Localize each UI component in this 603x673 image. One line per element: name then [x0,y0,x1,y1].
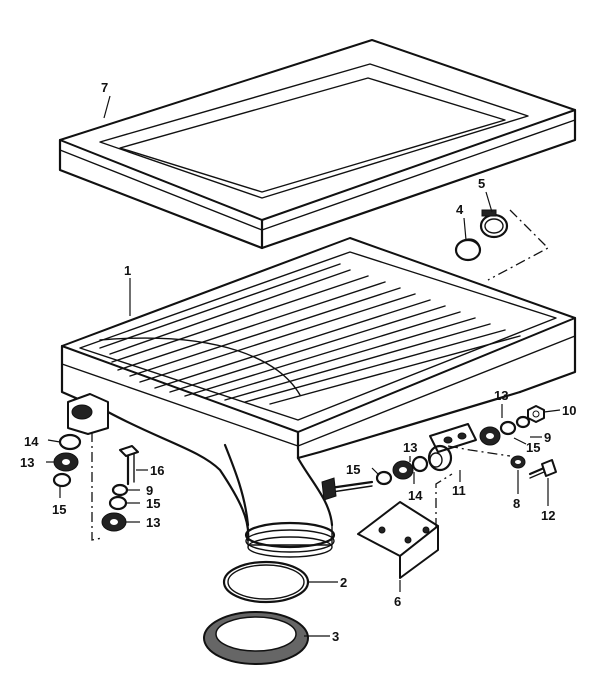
label-part-14-left: 14 [24,434,39,449]
label-part-13-right-top: 13 [494,388,508,403]
label-part-13-right-mid: 13 [403,440,417,455]
plate-part-11 [427,423,477,472]
label-part-15-right: 15 [526,440,540,455]
label-part-9-right: 9 [544,430,551,445]
label-part-12: 12 [541,508,555,523]
fasteners-right [375,405,557,486]
label-part-13-left-top: 13 [20,455,34,470]
label-part-10: 10 [562,403,576,418]
label-part-2: 2 [340,575,347,590]
label-part-15-left-lower: 15 [146,496,160,511]
leader-lines [46,95,561,637]
housing-part-1 [60,237,577,558]
o-ring-part-2 [222,560,310,604]
label-part-4: 4 [456,202,464,217]
seal-ring-part-3 [203,611,309,665]
fasteners-left [52,432,139,541]
label-part-6: 6 [394,594,401,609]
label-part-13-left-lower: 13 [146,515,160,530]
label-part-14-right: 14 [408,488,423,503]
hose-part-4 [454,238,482,262]
hose-clamp-part-5 [479,209,509,239]
hose-connection-line [487,209,550,281]
label-part-11: 11 [452,483,466,498]
label-part-15-right-mid: 15 [346,462,360,477]
label-part-5: 5 [478,176,485,191]
bracket-part-6 [357,473,453,579]
label-part-15-left: 15 [52,502,66,517]
gasket-frame-part-7 [58,39,577,250]
label-part-3: 3 [332,629,339,644]
label-part-7: 7 [101,80,108,95]
label-part-9-left: 9 [146,483,153,498]
label-part-16: 16 [150,463,164,478]
label-part-8: 8 [513,496,520,511]
label-part-1: 1 [124,263,131,278]
